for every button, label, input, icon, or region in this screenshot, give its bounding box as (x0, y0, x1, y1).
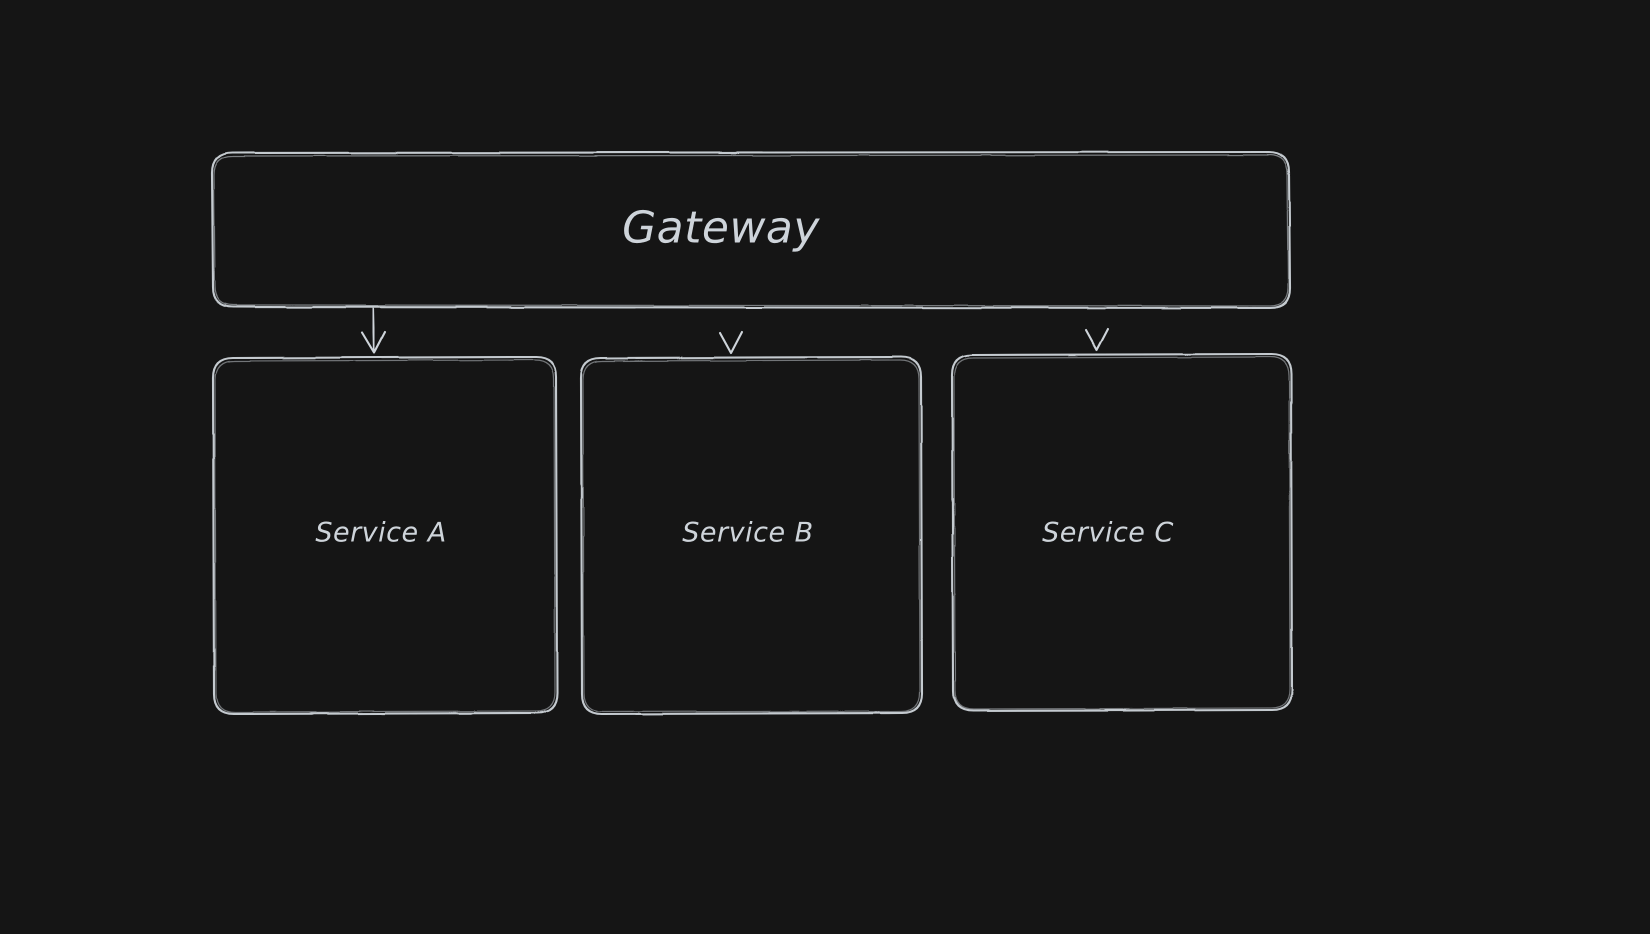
node-service-c[interactable] (950, 352, 1294, 713)
arrow-shaft-a (371, 307, 376, 354)
node-service-a[interactable] (211, 355, 559, 716)
edge-gateway-to-service-b[interactable] (718, 307, 744, 355)
service-b-box-stroke-1 (579, 355, 924, 716)
service-b-box-stroke-2 (582, 359, 921, 713)
gateway-box-stroke-1 (210, 150, 1292, 310)
service-c-box-stroke-1 (950, 352, 1294, 713)
service-a-box-stroke-1 (211, 355, 559, 716)
node-gateway[interactable] (210, 150, 1292, 310)
gateway-box-stroke-2 (213, 154, 1289, 307)
service-a-box-stroke-2 (214, 359, 556, 713)
service-c-box-stroke-2 (953, 356, 1291, 710)
edge-gateway-to-service-a[interactable] (360, 307, 387, 355)
arrow-head-c (1084, 327, 1110, 352)
arrow-head-b (718, 330, 744, 355)
edge-gateway-to-service-c[interactable] (1084, 307, 1110, 352)
node-service-b[interactable] (579, 355, 924, 716)
arrow-head-a (360, 330, 387, 355)
